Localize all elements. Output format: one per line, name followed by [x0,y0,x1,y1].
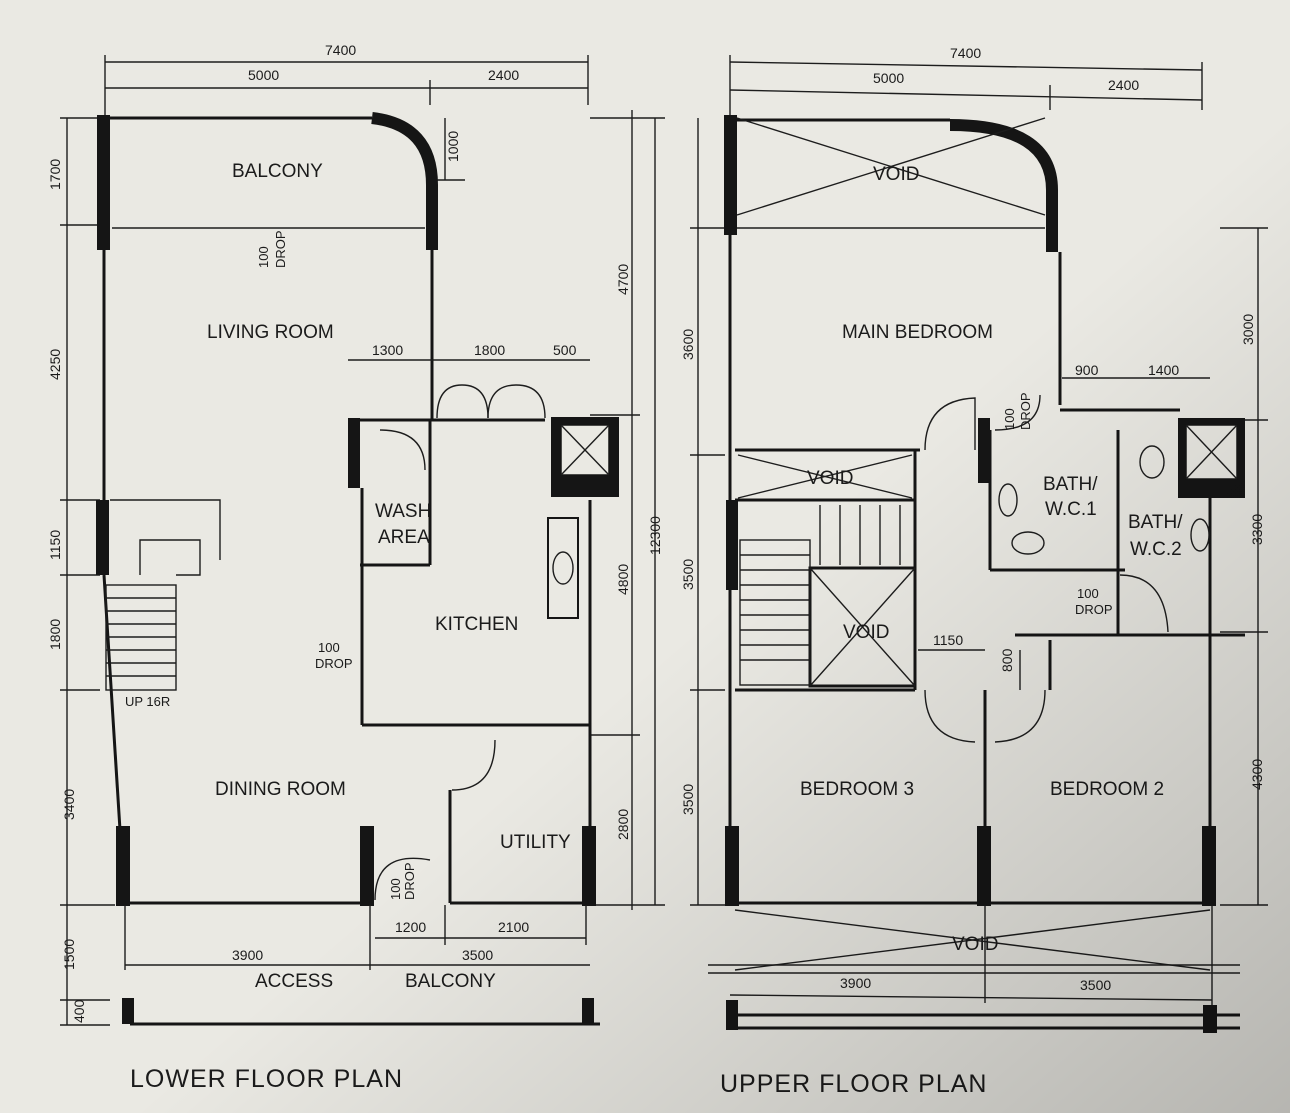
upper-drop: DROP [1018,392,1033,430]
room-label-bath-1: BATH/ [1043,474,1098,495]
lower-floor-plan-title: LOWER FLOOR PLAN [130,1065,403,1093]
upper-dim-3500-b: 3500 [680,784,696,815]
dim-4700: 4700 [615,264,631,295]
kitchen-drop-num: 100 [318,640,340,655]
upper-dim-1400: 1400 [1148,362,1179,378]
dim-3900: 3900 [232,947,263,963]
dim-3500: 3500 [462,947,493,963]
utility-drop: DROP [402,862,417,900]
dim-4800: 4800 [615,564,631,595]
drop-note: DROP [273,230,288,268]
dim-7400: 7400 [325,42,356,58]
upper-drop-num: 100 [1002,408,1017,430]
dim-4250: 4250 [47,349,63,380]
room-label-area: AREA [378,527,430,548]
dim-12300: 12300 [647,516,663,555]
upper-dim-4300: 4300 [1249,759,1265,790]
drop-note-num: 100 [256,246,271,268]
dim-3400: 3400 [61,789,77,820]
upper-dim-2400: 2400 [1108,77,1139,93]
upper-dim-3000: 3000 [1240,314,1256,345]
dim-1800: 1800 [47,619,63,650]
room-label-kitchen: KITCHEN [435,614,518,635]
room-label-main-bedroom: MAIN BEDROOM [842,322,993,343]
upper-dim-3500-bottom: 3500 [1080,977,1111,993]
kitchen-drop: DROP [315,656,353,671]
label-access: ACCESS [255,971,333,992]
dim-1150: 1150 [47,530,63,560]
upper-dim-3300: 3300 [1249,514,1265,545]
utility-drop-num: 100 [388,878,403,900]
stairs-label: UP 16R [125,694,170,709]
room-label-bath-2: BATH/ [1128,512,1183,533]
dim-1700: 1700 [47,159,63,190]
dim-400: 400 [71,999,87,1023]
dim-500: 500 [553,342,577,358]
upper-floor-plan-title: UPPER FLOOR PLAN [720,1070,987,1098]
room-label-living-room: LIVING ROOM [207,322,334,343]
void-label-stair: VOID [843,622,889,643]
room-label-bedroom-2: BEDROOM 2 [1050,779,1164,800]
room-label-utility: UTILITY [500,832,571,853]
dim-1500: 1500 [61,939,77,970]
dim-2800: 2800 [615,809,631,840]
room-label-wc-1: W.C.1 [1045,499,1097,520]
room-label-dining-room: DINING ROOM [215,779,346,800]
upper-dim-7400: 7400 [950,45,981,61]
void-label-bottom: VOID [952,934,998,955]
upper-dim-5000: 5000 [873,70,904,86]
bath2-drop: DROP [1075,602,1113,617]
upper-dim-1150: 1150 [933,632,963,648]
upper-dim-3600: 3600 [680,329,696,360]
void-label-top: VOID [873,164,919,185]
dim-2400: 2400 [488,67,519,83]
dim-2100: 2100 [498,919,529,935]
upper-dim-3900: 3900 [840,975,871,991]
dim-1000: 1000 [445,131,461,162]
room-label-wc-2: W.C.2 [1130,539,1182,560]
bath2-drop-num: 100 [1077,586,1099,601]
dim-1200: 1200 [395,919,426,935]
upper-dim-900: 900 [1075,362,1099,378]
room-label-bedroom-3: BEDROOM 3 [800,779,914,800]
dim-5000: 5000 [248,67,279,83]
dim-1300: 1300 [372,342,403,358]
room-label-balcony: BALCONY [232,161,323,182]
void-label-mid: VOID [807,468,853,489]
upper-dim-800: 800 [999,648,1015,672]
upper-dim-3500-a: 3500 [680,559,696,590]
room-label-wash: WASH [375,501,431,522]
dim-1800-mid: 1800 [474,342,505,358]
label-balcony-bottom: BALCONY [405,971,496,992]
